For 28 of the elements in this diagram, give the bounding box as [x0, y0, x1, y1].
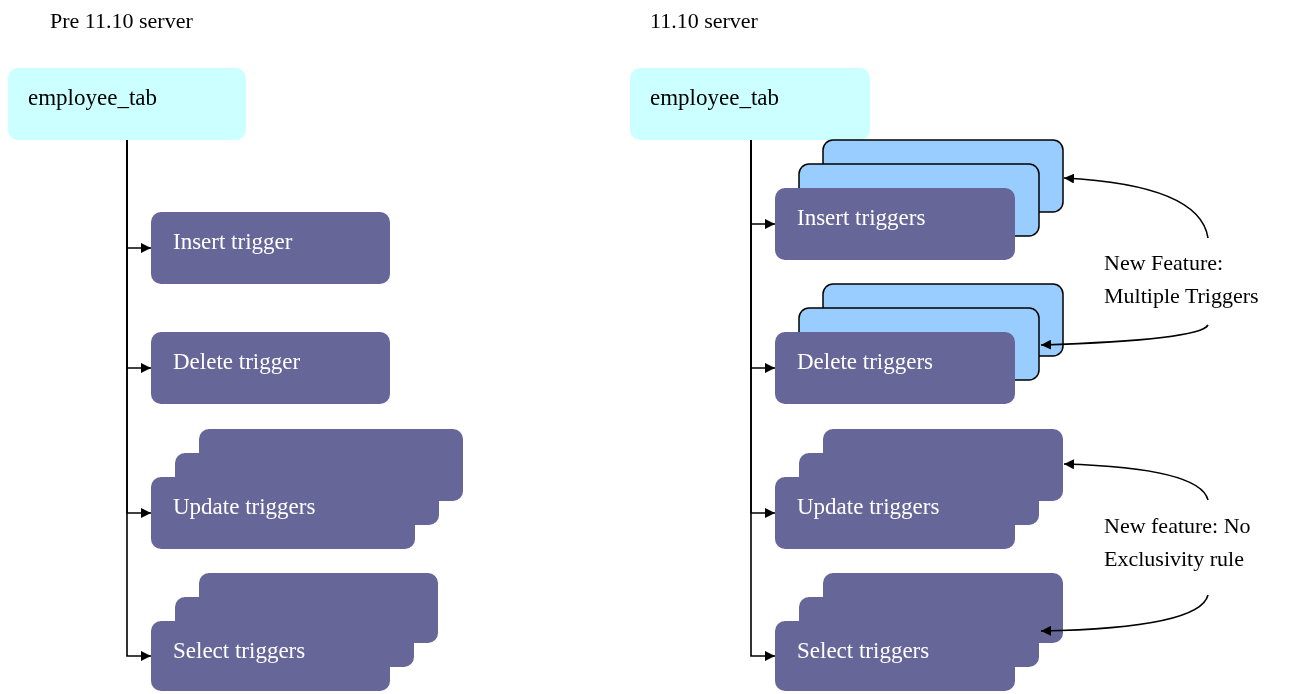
box-label: Update triggers — [173, 493, 316, 521]
box-label: Delete triggers — [797, 348, 934, 376]
stacked-trigger-boxes — [775, 573, 1063, 691]
box-label: Select triggers — [173, 637, 306, 665]
box-label: employee_tab — [650, 84, 779, 112]
trigger-box — [151, 212, 390, 284]
box-label: Insert triggers — [797, 204, 926, 232]
table-box — [8, 68, 246, 140]
panel-heading: Pre 11.10 server — [50, 8, 193, 34]
box-label: Select triggers — [797, 637, 930, 665]
stacked-trigger-boxes — [775, 429, 1063, 549]
box-label: Insert trigger — [173, 228, 293, 256]
stacked-trigger-boxes — [775, 284, 1063, 404]
box-label: Delete trigger — [173, 348, 301, 376]
stacked-trigger-boxes — [151, 429, 463, 549]
leader-arrow — [1063, 459, 1209, 501]
leader-arrow — [1040, 594, 1209, 636]
table-box — [630, 68, 870, 140]
note-text: New feature: No Exclusivity rule — [1104, 512, 1252, 573]
leader-arrow — [1063, 173, 1209, 239]
box-label: Update triggers — [797, 493, 940, 521]
box-label: employee_tab — [28, 84, 157, 112]
note-text: New Feature: Multiple Triggers — [1104, 249, 1260, 310]
stacked-trigger-boxes — [775, 140, 1063, 260]
trigger-box — [151, 332, 390, 404]
stacked-trigger-boxes — [151, 573, 438, 691]
panel-heading: 11.10 server — [650, 8, 758, 34]
leader-arrow — [1040, 324, 1209, 350]
